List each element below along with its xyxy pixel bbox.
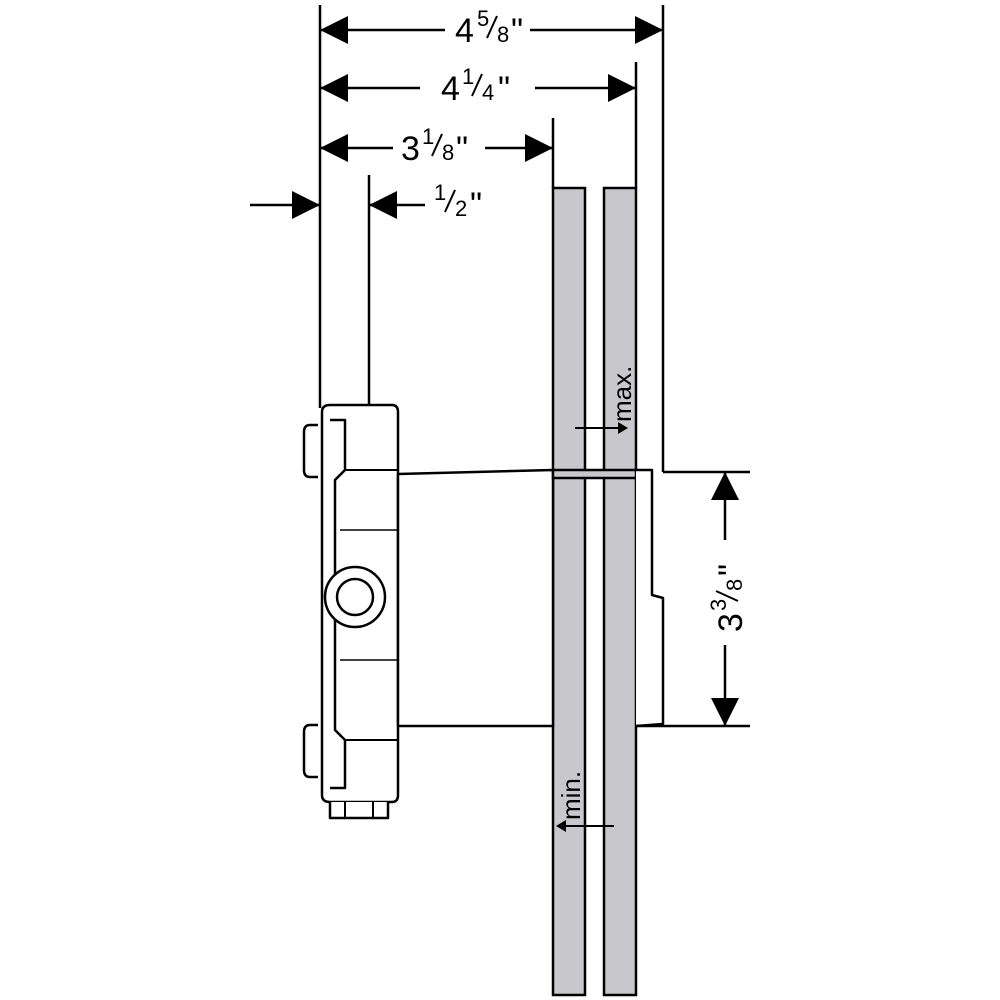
max-label: max. (607, 366, 637, 422)
dim-height-num: 3 (706, 599, 731, 611)
cover-plate (551, 468, 665, 728)
dim-max-num: 1 (462, 64, 474, 89)
dim-min-whole: 3 (401, 130, 420, 168)
dimension-total: 4 5 8 " (320, 6, 663, 50)
valve-bottom-fitting (328, 802, 390, 820)
dimension-offset: 1 2 " (250, 180, 482, 224)
min-note: min. (556, 771, 614, 832)
wall-panel-inner (551, 186, 587, 997)
valve-clip-bottom (302, 723, 318, 779)
dim-total-whole: 4 (455, 12, 474, 50)
extension-lines (318, 5, 665, 472)
dim-total-num: 5 (477, 6, 489, 31)
dim-max-whole: 4 (441, 70, 460, 108)
valve-sleeve (396, 468, 555, 728)
dim-height-whole: 3 (712, 613, 750, 632)
dim-max-unit: " (498, 70, 510, 108)
wall-panel-outer (602, 186, 638, 997)
dim-total-den: 8 (497, 22, 509, 47)
wall-panels (551, 186, 638, 997)
dim-min-den: 8 (442, 140, 454, 165)
dimension-max-depth: 4 1 4 " (320, 64, 636, 108)
dim-total-unit: " (511, 12, 523, 50)
dim-max-den: 4 (482, 80, 494, 105)
dim-offset-den: 2 (455, 196, 467, 221)
dimension-min-depth: 3 1 8 " (320, 124, 553, 168)
min-label: min. (556, 771, 586, 820)
dim-height-den: 8 (722, 579, 747, 591)
dimension-height: 3 3 8 " (636, 470, 750, 728)
valve-port-inner (335, 577, 375, 617)
valve-clip-top (302, 423, 318, 479)
max-note: max. (575, 366, 637, 434)
dim-height-unit: " (712, 564, 750, 576)
dim-min-unit: " (456, 130, 468, 168)
dim-offset-num: 1 (434, 180, 446, 205)
dim-min-num: 1 (422, 124, 434, 149)
valve-body (302, 403, 555, 820)
dim-offset-unit: " (470, 186, 482, 224)
